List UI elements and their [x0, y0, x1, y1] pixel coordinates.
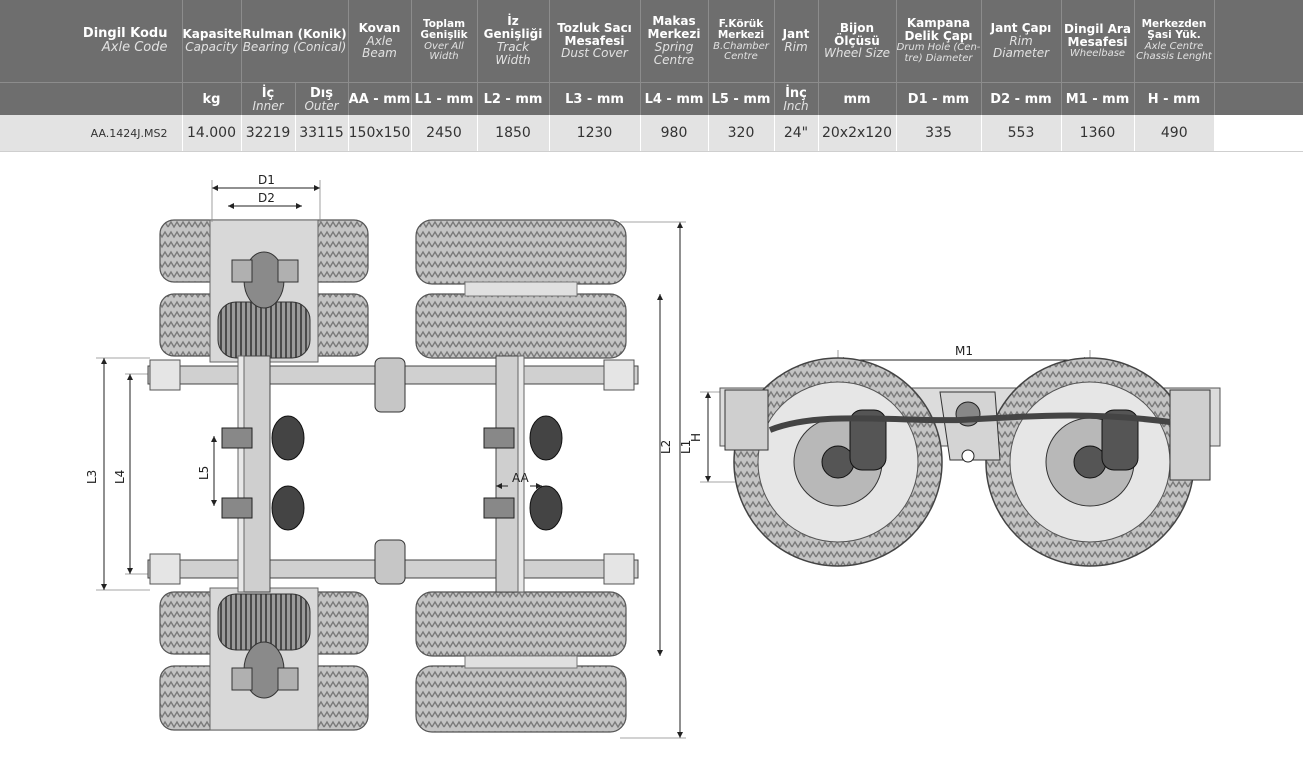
unit-filler: [1213, 82, 1303, 115]
col-chassis-height: Merkezden Şasi Yük. Axle Centre Chassis …: [1133, 0, 1214, 83]
unit-row: kg İç Inner Dış Outer AA - mm L1 - mm L2…: [0, 82, 1303, 115]
label-d1: D1: [258, 173, 275, 187]
unit-wheel: mm: [817, 82, 896, 115]
tires-left: [159, 219, 369, 731]
unit-chassis: H - mm: [1133, 82, 1214, 115]
top-view: D1 D2 L1 L2 L3 L4 L5 AA: [85, 173, 693, 739]
unit-wheelbase: M1 - mm: [1060, 82, 1134, 115]
cell-filler: [1214, 115, 1303, 152]
unit-drum: D1 - mm: [895, 82, 981, 115]
col-axle-code: Dingil Kodu Axle Code: [0, 0, 182, 83]
label-m1: M1: [955, 344, 973, 358]
label-d2: D2: [258, 191, 275, 205]
cell-capacity: 14.000: [181, 115, 241, 152]
col-spring-centre: Makas Merkezi Spring Centre: [639, 0, 708, 83]
unit-overall: L1 - mm: [410, 82, 477, 115]
cell-beam: 150x150: [347, 115, 411, 152]
unit-beam: AA - mm: [347, 82, 411, 115]
cell-wheelbase: 1360: [1060, 115, 1134, 152]
unit-rim: İnç Inch: [773, 82, 818, 115]
side-wheel-rear: [985, 357, 1195, 567]
unit-capacity: kg: [181, 82, 241, 115]
cell-drum: 335: [895, 115, 981, 152]
cell-chamber: 320: [707, 115, 774, 152]
col-dust-cover: Tozluk Sacı Mesafesi Dust Cover: [548, 0, 640, 83]
cell-inner: 32219: [240, 115, 295, 152]
unit-inner: İç Inner: [240, 82, 295, 115]
unit-rimdia: D2 - mm: [980, 82, 1061, 115]
label-l2: L2: [659, 440, 673, 454]
col-drum-hole: Kampana Delik Çapı Drum Hole (Cen- tre) …: [895, 0, 981, 83]
axle-technical-drawing: D1 D2 L1 L2 L3 L4 L5 AA M1 H: [85, 173, 1221, 739]
axle-spec-table: Dingil Kodu Axle Code Kapasite Capacity …: [0, 0, 1303, 152]
unit-track: L2 - mm: [476, 82, 549, 115]
header-row: Dingil Kodu Axle Code Kapasite Capacity …: [0, 0, 1303, 83]
cell-rim: 24": [773, 115, 818, 152]
header-filler: [1213, 0, 1303, 83]
cell-overall: 2450: [410, 115, 477, 152]
label-l5: L5: [197, 466, 211, 480]
frame: [147, 355, 639, 593]
col-track-width: İz Genişliği Track Width: [476, 0, 549, 83]
cell-chassis: 490: [1133, 115, 1214, 152]
side-wheel-front: [733, 357, 943, 567]
label-l4: L4: [113, 470, 127, 484]
label-l1: L1: [679, 440, 693, 454]
side-brackets: [724, 389, 1211, 481]
col-wheelbase: Dingil Ara Mesafesi Wheelbase: [1060, 0, 1134, 83]
col-wheel-size: Bijon Ölçüsü Wheel Size: [817, 0, 896, 83]
col-chamber-centre: F.Körük Merkezi B.Chamber Centre: [707, 0, 774, 83]
unit-dust: L3 - mm: [548, 82, 640, 115]
tires-right: [415, 219, 627, 733]
col-rim-diameter: Jant Çapı Rim Diameter: [980, 0, 1061, 83]
brake-chambers: [221, 415, 563, 531]
cell-track: 1850: [476, 115, 549, 152]
col-overall-width: Toplam Genişlik Over All Width: [410, 0, 477, 83]
cell-wheel: 20x2x120: [817, 115, 896, 152]
col-beam: Kovan Axle Beam: [347, 0, 411, 83]
col-rim: Jant Rim: [773, 0, 818, 83]
label-aa: AA: [512, 471, 530, 485]
cell-outer: 33115: [294, 115, 348, 152]
unit-spring: L4 - mm: [639, 82, 708, 115]
col-bearing: Rulman (Konik) Bearing (Conical): [240, 0, 348, 83]
table-row: AA.1424J.MS2 14.000 32219 33115 150x150 …: [0, 115, 1303, 152]
label-h: H: [689, 433, 703, 442]
label-l3: L3: [85, 470, 99, 484]
cell-spring: 980: [639, 115, 708, 152]
cell-code: AA.1424J.MS2: [0, 115, 182, 152]
dimensions-top-view: D1 D2 L1 L2 L3 L4 L5 AA: [85, 173, 693, 739]
unit-axle-code: [0, 82, 182, 115]
col-capacity: Kapasite Capacity: [181, 0, 241, 83]
cell-dust: 1230: [548, 115, 640, 152]
unit-chamber: L5 - mm: [707, 82, 774, 115]
cell-rimdia: 553: [980, 115, 1061, 152]
side-view: M1 H: [689, 344, 1221, 567]
unit-outer: Dış Outer: [294, 82, 348, 115]
